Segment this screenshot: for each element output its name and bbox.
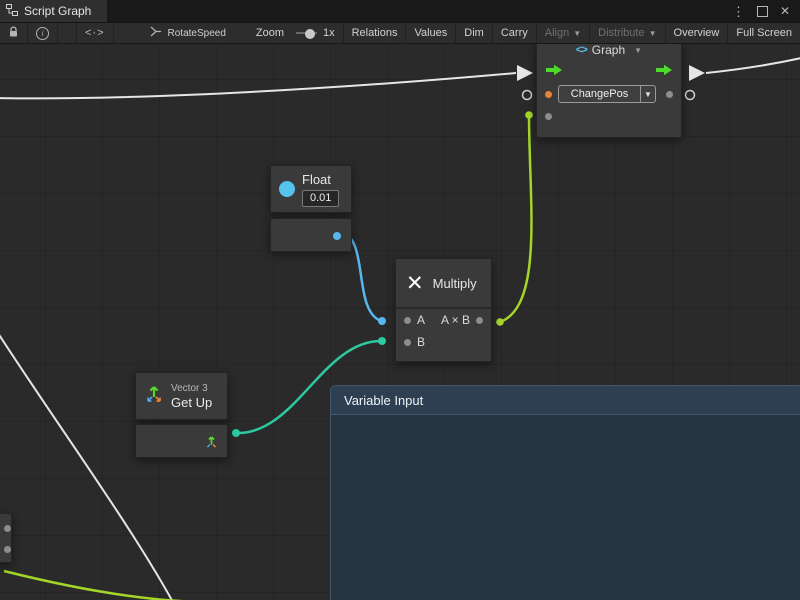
vector3-node-header[interactable]: Vector 3 Get Up bbox=[135, 372, 228, 420]
maximize-icon[interactable] bbox=[756, 5, 768, 17]
zoom-value: 1x bbox=[322, 27, 335, 39]
flow-arrow-right-icon[interactable] bbox=[655, 63, 673, 81]
multiply-node-header[interactable]: ✕ Multiply bbox=[396, 259, 491, 309]
info-button[interactable]: i bbox=[28, 23, 58, 43]
align-caret-icon: ▼ bbox=[573, 28, 582, 38]
graph-asset-icon bbox=[150, 26, 162, 40]
wire-white-diagonal bbox=[0, 334, 173, 600]
align-label: Align bbox=[544, 27, 570, 39]
inspect-button[interactable]: <·> bbox=[76, 23, 114, 43]
zoom-slider[interactable] bbox=[296, 23, 317, 43]
flow-arrow-left-icon[interactable] bbox=[545, 63, 563, 81]
close-icon[interactable]: ✕ bbox=[779, 4, 790, 18]
tab-script-graph[interactable]: Script Graph bbox=[0, 0, 108, 22]
overview-button[interactable]: Overview bbox=[666, 23, 729, 43]
variable-input-group[interactable]: Variable Input bbox=[330, 385, 800, 600]
multiply-node-title: Multiply bbox=[432, 275, 477, 291]
multiply-b-port-dot[interactable] bbox=[404, 338, 411, 346]
float-type-icon bbox=[279, 181, 295, 197]
multiply-node[interactable]: ✕ Multiply A A × B B bbox=[395, 258, 492, 362]
tab-title: Script Graph bbox=[24, 4, 92, 18]
flow-in-arrow-icon bbox=[517, 65, 533, 81]
graph-extra-row bbox=[537, 105, 681, 127]
script-graph-icon bbox=[6, 3, 18, 19]
partial-node-port-1[interactable] bbox=[4, 525, 11, 532]
variable-input-title: Variable Input bbox=[344, 392, 424, 408]
graph-bottom-port[interactable] bbox=[545, 112, 552, 120]
graph-canvas[interactable]: Variable Input bbox=[0, 44, 800, 600]
float-node-header[interactable]: Float 0.01 bbox=[270, 165, 352, 213]
float-node[interactable]: Float 0.01 bbox=[270, 165, 352, 252]
wire-multiply-to-graph bbox=[499, 114, 533, 324]
multiply-icon: ✕ bbox=[406, 271, 424, 295]
partial-node-port-2[interactable] bbox=[4, 546, 11, 553]
flow-out-arrow-icon bbox=[689, 65, 705, 81]
multiply-output-label: A × B bbox=[440, 313, 470, 327]
wire-green-bottom bbox=[3, 569, 184, 600]
float-node-body[interactable] bbox=[270, 218, 352, 252]
variable-input-group-header[interactable]: Variable Input bbox=[331, 386, 800, 415]
changepos-dropdown[interactable]: ChangePos ▼ bbox=[558, 85, 656, 103]
zoom-label: Zoom bbox=[255, 27, 285, 39]
lock-icon bbox=[8, 25, 19, 41]
zoom-slider-knob[interactable] bbox=[304, 29, 315, 39]
partial-node[interactable] bbox=[0, 513, 12, 563]
graph-toolbar: i <·> RotateSpeed Zoom 1x Relations Valu… bbox=[0, 22, 800, 44]
distribute-label: Distribute bbox=[598, 27, 645, 39]
multiply-a-port[interactable] bbox=[378, 317, 386, 325]
graph-breadcrumb[interactable]: RotateSpeed bbox=[142, 23, 234, 43]
graph-left-port[interactable] bbox=[521, 89, 533, 101]
float-node-title: Float bbox=[302, 171, 331, 187]
info-icon: i bbox=[36, 26, 49, 40]
multiply-b-port[interactable] bbox=[378, 337, 386, 345]
graph-right-value-port[interactable] bbox=[666, 90, 673, 98]
vector3-node-title: Get Up bbox=[171, 394, 213, 410]
align-button[interactable]: Align▼ bbox=[537, 23, 591, 43]
multiply-b-label: B bbox=[417, 335, 426, 349]
float-output-port[interactable] bbox=[333, 232, 341, 240]
vector3-getup-node[interactable]: Vector 3 Get Up bbox=[135, 372, 228, 458]
graph-flow-row bbox=[537, 61, 681, 83]
graph-caret-icon: ▼ bbox=[634, 45, 643, 55]
graph-node[interactable]: <> Graph ▼ ChangePos ▼ bbox=[536, 44, 682, 138]
distribute-caret-icon: ▼ bbox=[648, 28, 657, 38]
changepos-caret-icon: ▼ bbox=[640, 86, 655, 102]
getup-mini-icon bbox=[204, 434, 219, 454]
distribute-button[interactable]: Distribute▼ bbox=[590, 23, 666, 43]
graph-value-port[interactable] bbox=[525, 111, 533, 119]
multiply-row-a: A A × B bbox=[396, 309, 491, 331]
multiply-a-label: A bbox=[417, 313, 426, 327]
dim-button[interactable]: Dim bbox=[456, 23, 493, 43]
values-button[interactable]: Values bbox=[406, 23, 457, 43]
lock-button[interactable] bbox=[0, 23, 28, 43]
multiply-output-port[interactable] bbox=[496, 318, 504, 326]
tab-bar: Script Graph ⋮ ✕ bbox=[0, 0, 800, 22]
vector3-type-label: Vector 3 bbox=[171, 382, 208, 394]
multiply-a-port-dot[interactable] bbox=[404, 316, 411, 324]
changepos-dropdown-value: ChangePos bbox=[570, 88, 629, 100]
vector3-node-body[interactable] bbox=[135, 424, 228, 458]
vector3-icon bbox=[144, 384, 164, 409]
changepos-input-port[interactable] bbox=[545, 90, 552, 98]
wire-flow-in bbox=[0, 72, 517, 100]
multiply-output-port-dot[interactable] bbox=[476, 316, 483, 324]
graph-dropdown-row: ChangePos ▼ bbox=[537, 83, 681, 105]
wire-flow-out bbox=[705, 57, 800, 74]
tab-menu-icon[interactable]: ⋮ bbox=[731, 3, 745, 19]
graph-node-title: Graph bbox=[591, 44, 626, 57]
vector3-output-port[interactable] bbox=[232, 429, 240, 437]
float-value-field[interactable]: 0.01 bbox=[302, 189, 340, 207]
graph-code-icon: <> bbox=[575, 44, 588, 56]
graph-node-header[interactable]: <> Graph ▼ bbox=[537, 44, 681, 61]
code-brackets-icon: <·> bbox=[85, 27, 105, 39]
carry-button[interactable]: Carry bbox=[493, 23, 537, 43]
relations-button[interactable]: Relations bbox=[342, 23, 407, 43]
multiply-row-b: B bbox=[396, 331, 491, 353]
full-screen-button[interactable]: Full Screen bbox=[736, 27, 792, 39]
graph-name-label: RotateSpeed bbox=[167, 27, 226, 39]
graph-right-port[interactable] bbox=[684, 89, 696, 101]
